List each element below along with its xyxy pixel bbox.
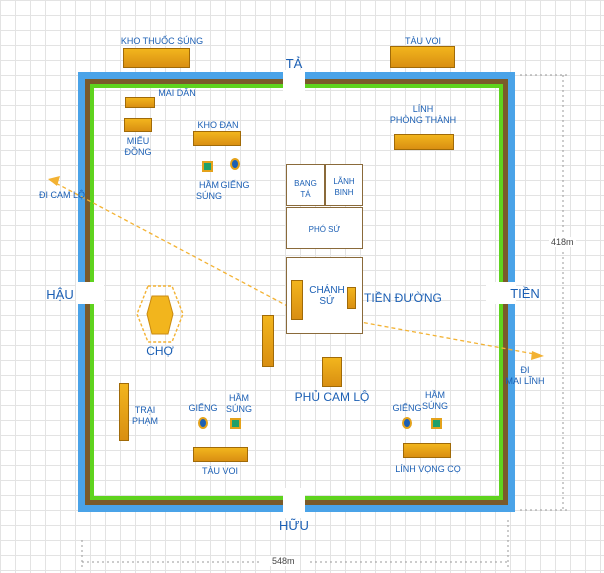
gate-left-opening (76, 282, 104, 304)
gate-label-left: HẬU (46, 287, 74, 302)
building-linh-vong-co (403, 443, 451, 458)
label-ham-sung-3: HẦM SÚNG (421, 390, 448, 411)
gieng-icon-3 (402, 417, 412, 429)
label-linh-vong-co: LÍNH VỌNG CỌ (395, 464, 461, 474)
label-gieng-3: GIẾNG (392, 403, 422, 413)
building-phu-cam-lo (322, 357, 342, 387)
ham-sung-icon-1 (202, 161, 213, 172)
label-bang-ta: BANG TÁ (294, 179, 317, 199)
gate-top-opening (283, 70, 305, 100)
label-chanh-su: CHÁNH SỨ (309, 285, 345, 307)
label-linh-phong-thanh: LÍNH PHÒNG THÀNH (389, 104, 457, 125)
label-cho: CHỢ (146, 344, 174, 358)
building-chanh-su-right (347, 287, 356, 309)
label-ham-sung-2: HẦM SÚNG (225, 393, 252, 414)
label-mieu-dong: MIẾU ĐỒNG (124, 136, 152, 157)
building-trai-pham (119, 383, 129, 441)
building-pho-su (286, 207, 363, 249)
building-mai-dan (125, 97, 155, 108)
building-tau-voi-top (390, 46, 455, 68)
building-kho-dan (193, 131, 241, 146)
label-ham-sung-1: HẦM SÚNG (195, 180, 222, 201)
building-bang-ta (286, 164, 325, 206)
ham-sung-icon-2 (230, 418, 241, 429)
label-di-mai-linh: ĐI MAI LĨNH (505, 365, 545, 386)
building-chanh-su-left (291, 280, 303, 320)
label-lanh-binh: LÃNH BINH (333, 177, 355, 197)
label-tien-duong: TIỀN ĐƯỜNG (364, 291, 442, 305)
label-gieng-2: GIẾNG (188, 403, 218, 413)
label-trai-pham: TRẠI PHẠM (131, 405, 158, 426)
label-kho-dan: KHO ĐẠN (197, 120, 239, 130)
gate-label-bottom: HỮU (279, 518, 309, 533)
ham-sung-icon-3 (431, 418, 442, 429)
label-kho-thuoc-sung: KHO THUỐC SÚNG (120, 36, 204, 46)
building-linh-phong-thanh (394, 134, 454, 150)
label-tau-voi-top: TÀU VOI (404, 36, 441, 46)
cho-market-shape (136, 285, 184, 343)
label-tau-voi-bottom: TÀU VOI (201, 466, 238, 476)
building-mieu-dong (124, 118, 152, 132)
building-kho-thuoc-sung (123, 48, 190, 68)
label-gieng-1: GIẾNG (220, 180, 250, 190)
label-phu-cam-lo: PHỦ CAM LỘ (294, 390, 370, 404)
building-lanh-binh (325, 164, 363, 206)
gate-right-opening (486, 282, 516, 304)
gieng-icon-2 (198, 417, 208, 429)
label-di-cam-lo: ĐI CAM LỘ (38, 190, 85, 200)
gate-label-right: TIỀN (510, 286, 540, 301)
label-pho-su: PHÓ SỨ (308, 225, 341, 234)
gieng-icon-1 (230, 158, 240, 170)
gate-bottom-opening (283, 488, 305, 518)
gate-label-top: TẢ (285, 56, 303, 71)
dimension-height: 418m (549, 237, 576, 247)
label-mai-dan: MAI DÂN (158, 88, 196, 98)
dimension-width: 548m (270, 556, 297, 566)
building-tau-voi-bottom (193, 447, 248, 462)
building-vertical-center (262, 315, 274, 367)
